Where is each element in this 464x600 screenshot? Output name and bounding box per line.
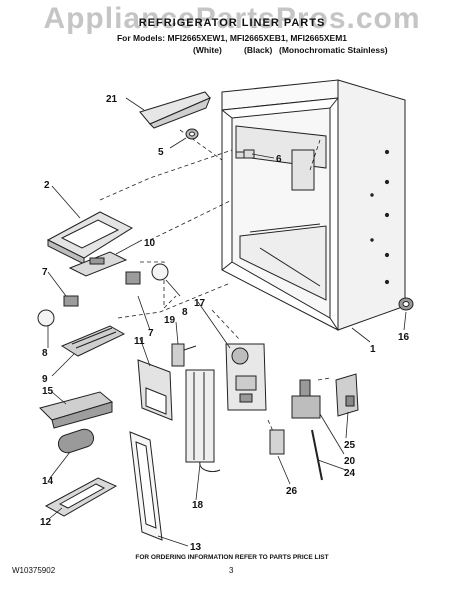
variant-stainless: (Monochromatic Stainless) [279, 45, 388, 55]
part-9-light-lens [60, 325, 126, 357]
leader-lines [47, 97, 407, 547]
callout-8-left: 8 [42, 348, 48, 359]
part-13-frame [129, 431, 163, 541]
part-8-bulb-right [151, 263, 169, 281]
part-18-heater [185, 369, 221, 473]
callout-7-upper: 7 [42, 267, 48, 278]
part-8-bulb-left [37, 309, 55, 327]
part-10-bracket [68, 251, 128, 277]
part-21-cover [139, 91, 211, 129]
part-7-socket-left [63, 295, 79, 307]
part-15-housing [39, 391, 114, 429]
ordering-note: FOR ORDERING INFORMATION REFER TO PARTS … [135, 554, 329, 561]
callout-7-lower: 7 [148, 328, 154, 339]
callout-20: 20 [344, 456, 356, 467]
part-2-light-housing [46, 211, 134, 265]
variant-black: (Black) [244, 45, 273, 55]
callout-11: 11 [134, 336, 145, 347]
callout-21: 21 [106, 94, 118, 105]
callout-10: 10 [144, 238, 156, 249]
part-26-clip [269, 429, 285, 455]
callout-15: 15 [42, 386, 54, 397]
part-24-tube [311, 429, 323, 481]
part-20-valve [291, 379, 321, 419]
refrigerator-liner [221, 79, 406, 331]
part-5-grommet [185, 128, 199, 140]
callout-14: 14 [42, 476, 54, 487]
page-title: REFRIGERATOR LINER PARTS [138, 17, 326, 29]
callout-6: 6 [276, 154, 282, 165]
part-14-filter [57, 428, 95, 454]
part-11-bracket [137, 359, 173, 421]
page-number: 3 [229, 566, 234, 575]
part-12-cover [44, 477, 118, 517]
callout-26: 26 [286, 486, 298, 497]
callout-19: 19 [164, 315, 176, 326]
callout-25: 25 [344, 440, 356, 451]
callout-2: 2 [44, 180, 50, 191]
callout-1: 1 [370, 344, 376, 355]
callout-8-right: 8 [182, 307, 188, 318]
callout-24: 24 [344, 468, 356, 479]
model-list: For Models: MFI2665XEW1, MFI2665XEB1, MF… [116, 33, 348, 43]
part-16-plug [398, 297, 414, 311]
callout-9: 9 [42, 374, 48, 385]
callout-12: 12 [40, 517, 52, 528]
part-19-fitting [171, 343, 197, 367]
watermark: AppliancePartsPros.com [43, 2, 421, 35]
variant-white: (White) [193, 45, 222, 55]
part-25-bracket [335, 373, 359, 417]
callout-17: 17 [194, 298, 206, 309]
callout-18: 18 [192, 500, 204, 511]
callout-16: 16 [398, 332, 410, 343]
callout-13: 13 [190, 542, 202, 553]
part-7-socket-right [125, 271, 141, 285]
callout-5: 5 [158, 147, 164, 158]
part-17-control [225, 343, 267, 411]
document-number: W10375902 [12, 566, 56, 575]
